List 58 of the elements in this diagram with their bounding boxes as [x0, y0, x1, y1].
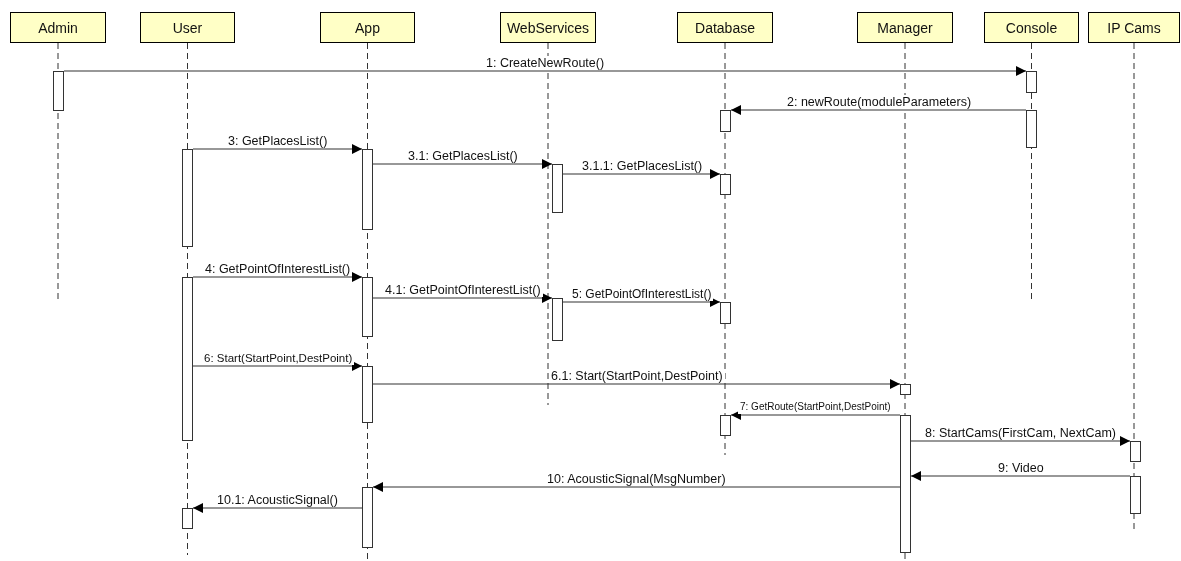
message-label: 7: GetRoute(StartPoint,DestPoint): [738, 400, 893, 414]
activation-bar: [182, 149, 193, 247]
message-arrow: [192, 503, 363, 513]
activation-bar: [552, 164, 563, 213]
message-label: 1: CreateNewRoute(): [484, 56, 607, 70]
participant-box: Manager: [857, 12, 953, 43]
message-label: 10: AcousticSignal(MsgNumber): [545, 472, 728, 486]
activation-bar: [900, 384, 911, 395]
message-arrow: [910, 436, 1131, 446]
message-arrow: [192, 272, 363, 282]
activation-bar: [362, 487, 373, 548]
message-arrow: [562, 169, 721, 179]
message-arrow: [730, 410, 901, 420]
participant-box: IP Cams: [1088, 12, 1180, 43]
message-label: 8: StartCams(FirstCam, NextCam): [923, 426, 1118, 440]
activation-bar: [362, 366, 373, 423]
message-label: 2: newRoute(moduleParameters): [785, 95, 974, 109]
activation-bar: [182, 277, 193, 441]
message-arrow: [192, 144, 363, 154]
message-label: 9: Video: [996, 461, 1046, 475]
participant-box: WebServices: [500, 12, 596, 43]
message-label: 10.1: AcousticSignal(): [215, 493, 340, 507]
activation-bar: [900, 415, 911, 553]
activation-bar: [552, 298, 563, 341]
activation-bar: [720, 110, 731, 132]
activation-bar: [1130, 441, 1141, 462]
message-label: 6.1: Start(StartPoint,DestPoint): [549, 369, 725, 383]
activation-bar: [1026, 71, 1037, 93]
message-label: 3: GetPlacesList(): [226, 134, 330, 148]
participant-box: Admin: [10, 12, 106, 43]
activation-bar: [362, 149, 373, 230]
message-label: 4.1: GetPointOfInterestList(): [383, 283, 543, 297]
activation-bar: [182, 508, 193, 529]
activation-bar: [53, 71, 64, 111]
participant-box: User: [140, 12, 235, 43]
activation-bar: [720, 302, 731, 324]
message-arrow: [372, 159, 553, 169]
message-label: 5: GetPointOfInterestList(): [570, 287, 714, 301]
message-label: 4: GetPointOfInterestList(): [203, 262, 353, 276]
activation-bar: [1026, 110, 1037, 148]
message-arrow: [192, 361, 363, 371]
activation-bar: [1130, 476, 1141, 514]
message-label: 3.1: GetPlacesList(): [406, 149, 520, 163]
activation-bar: [720, 415, 731, 436]
participant-box: Database: [677, 12, 773, 43]
activation-bar: [720, 174, 731, 195]
participant-box: App: [320, 12, 415, 43]
participant-box: Console: [984, 12, 1079, 43]
activation-bar: [362, 277, 373, 337]
message-label: 3.1.1: GetPlacesList(): [580, 159, 705, 173]
message-arrow: [372, 379, 901, 389]
message-label: 6: Start(StartPoint,DestPoint): [202, 351, 355, 365]
message-arrow: [63, 66, 1027, 76]
message-arrow: [910, 471, 1131, 481]
message-arrow: [730, 105, 1027, 115]
message-arrow: [372, 482, 901, 492]
message-arrow: [372, 293, 553, 303]
message-arrow: [562, 297, 721, 307]
